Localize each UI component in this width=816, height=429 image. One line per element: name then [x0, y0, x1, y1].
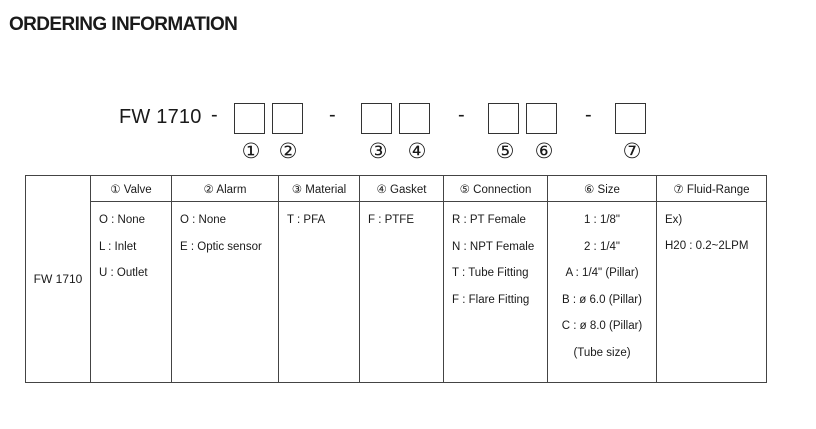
- list-item: T : PFA: [287, 214, 326, 226]
- slot-box-material: [361, 103, 392, 134]
- header-material: ③ Material: [278, 175, 360, 202]
- slot-number-4: ④: [407, 140, 427, 163]
- slot-box-fluid-range: [615, 103, 646, 134]
- model-code-diagram: FW 1710 - - - - ① ② ③ ④ ⑤ ⑥ ⑦: [0, 0, 816, 175]
- table-body-row: O : None L : Inlet U : Outlet O : None E…: [26, 201, 767, 383]
- header-gasket: ④ Gasket: [359, 175, 444, 202]
- list-item: E : Optic sensor: [180, 240, 262, 253]
- list-item: 2 : 1/4": [583, 240, 621, 253]
- size-options: 1 : 1/8" 2 : 1/4" A : 1/4" (Pillar) B : …: [547, 201, 657, 383]
- list-item: O : None: [99, 214, 146, 226]
- slot-box-alarm: [272, 103, 303, 134]
- fluid-range-options: Ex) H20 : 0.2~2LPM: [656, 201, 767, 383]
- list-item: R : PT Female: [452, 214, 526, 226]
- alarm-options: O : None E : Optic sensor: [171, 201, 279, 383]
- valve-options: O : None L : Inlet U : Outlet: [90, 201, 172, 383]
- slot-number-3: ③: [368, 140, 388, 163]
- list-item: L : Inlet: [99, 240, 137, 253]
- connection-options: R : PT Female N : NPT Female T : Tube Fi…: [443, 201, 548, 383]
- model-code: FW 1710: [119, 106, 202, 128]
- list-item: A : 1/4" (Pillar): [565, 267, 639, 279]
- slot-box-gasket: [399, 103, 430, 134]
- list-item: H20 : 0.2~2LPM: [665, 240, 749, 252]
- slot-box-connection: [488, 103, 519, 134]
- separator-dash: -: [585, 104, 592, 126]
- list-item: T : Tube Fitting: [452, 267, 529, 279]
- list-item: 1 : 1/8": [583, 214, 621, 226]
- header-size: ⑥ Size: [547, 175, 657, 202]
- slot-box-valve: [234, 103, 265, 134]
- list-item: C : ø 8.0 (Pillar): [561, 320, 643, 332]
- slot-number-2: ②: [278, 140, 298, 163]
- separator-dash: -: [329, 104, 336, 126]
- list-item: B : ø 6.0 (Pillar): [562, 293, 642, 306]
- separator-dash: -: [211, 104, 218, 126]
- list-item: Ex): [665, 214, 683, 226]
- page-title: ORDERING INFORMATION: [9, 14, 238, 35]
- header-connection: ⑤ Connection: [443, 175, 548, 202]
- ordering-table: FW 1710 ① Valve ② Alarm ③ Material ④ Gas…: [25, 175, 767, 383]
- slot-number-1: ①: [241, 140, 261, 163]
- slot-number-7: ⑦: [622, 140, 642, 163]
- slot-number-5: ⑤: [495, 140, 515, 163]
- list-item: (Tube size): [573, 346, 631, 359]
- list-item: U : Outlet: [99, 267, 148, 279]
- header-alarm: ② Alarm: [171, 175, 279, 202]
- slot-box-size: [526, 103, 557, 134]
- header-fluid-range: ⑦ Fluid-Range: [656, 175, 767, 202]
- list-item: N : NPT Female: [452, 240, 535, 253]
- header-valve: ① Valve: [90, 175, 172, 202]
- model-cell: FW 1710: [25, 175, 91, 383]
- list-item: F : PTFE: [368, 214, 414, 226]
- list-item: O : None: [180, 214, 227, 226]
- material-options: T : PFA: [278, 201, 360, 383]
- gasket-options: F : PTFE: [359, 201, 444, 383]
- list-item: F : Flare Fitting: [452, 293, 530, 306]
- separator-dash: -: [458, 104, 465, 126]
- table-header-row: FW 1710 ① Valve ② Alarm ③ Material ④ Gas…: [25, 175, 767, 383]
- slot-number-6: ⑥: [534, 140, 554, 163]
